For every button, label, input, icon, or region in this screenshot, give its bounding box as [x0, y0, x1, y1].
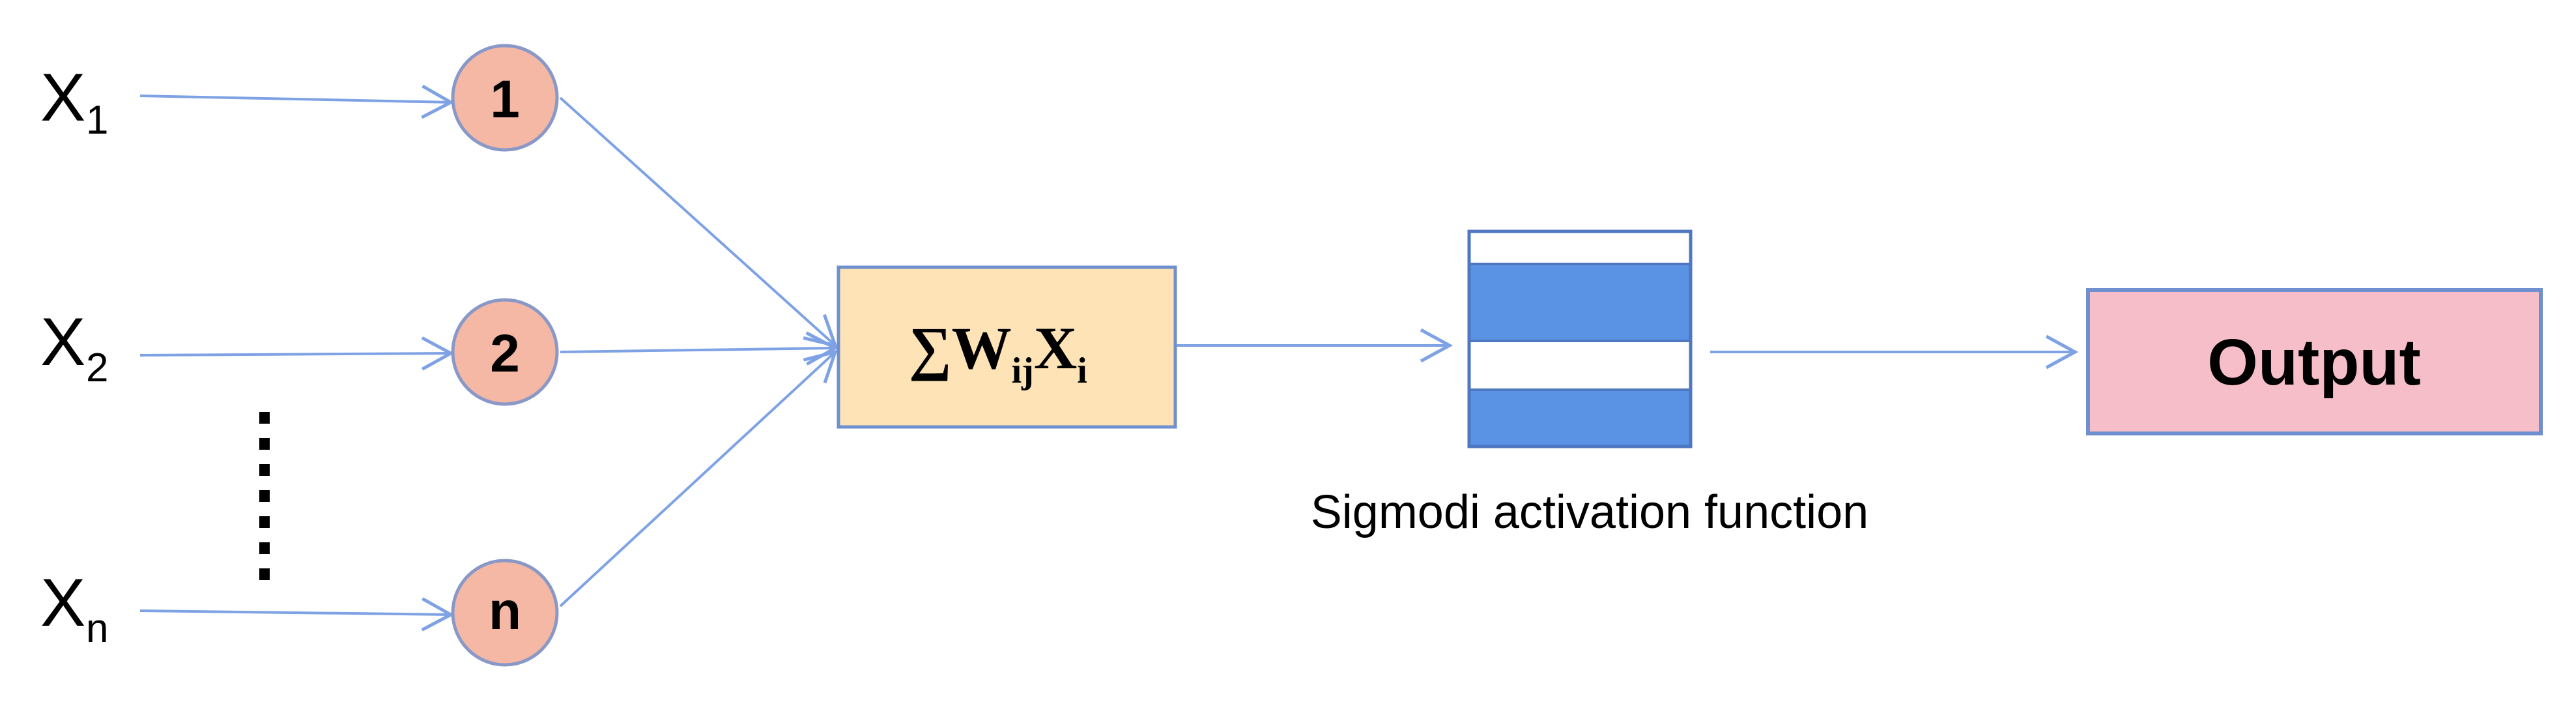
node-n-label: n	[489, 581, 521, 641]
summation-box: ∑WijXi	[837, 265, 1177, 429]
edge-node-2-to-sum	[560, 331, 839, 366]
input-label-n-base: X	[40, 565, 85, 641]
summation-symbol: ∑	[909, 315, 952, 381]
svg-text:∑WijXi: ∑WijXi	[909, 315, 1087, 391]
output-label: Output	[2207, 326, 2421, 399]
summation-input-subscript: i	[1077, 351, 1087, 391]
input-arrow-2	[139, 336, 455, 371]
input-label-2: X 2	[40, 304, 108, 390]
node-2: 2	[451, 298, 559, 406]
input-label-n: X n	[40, 565, 108, 651]
edge-node-1-to-sum	[559, 96, 838, 348]
input-label-2-subscript: 2	[86, 345, 108, 390]
summation-weight: W	[952, 315, 1012, 381]
activation-caption: Sigmodi activation function	[1311, 486, 1868, 538]
node-2-label: 2	[490, 324, 520, 383]
node-n: n	[451, 559, 559, 667]
sigmoid-activation-icon	[1467, 229, 1693, 448]
summation-input: X	[1034, 315, 1077, 381]
input-label-1-subscript: 1	[86, 98, 108, 143]
output-box: Output	[2086, 288, 2543, 435]
vertical-ellipsis	[259, 412, 270, 580]
input-label-1-base: X	[40, 60, 85, 136]
summation-weight-subscript: ij	[1012, 351, 1034, 391]
input-arrow-1	[139, 84, 455, 119]
input-label-n-subscript: n	[86, 606, 108, 651]
edge-node-n-to-sum	[559, 349, 838, 607]
input-label-1: X 1	[40, 60, 108, 143]
node-1: 1	[451, 44, 559, 152]
input-arrow-n	[139, 597, 455, 632]
input-label-2-base: X	[40, 304, 85, 380]
node-1-label: 1	[490, 70, 520, 129]
